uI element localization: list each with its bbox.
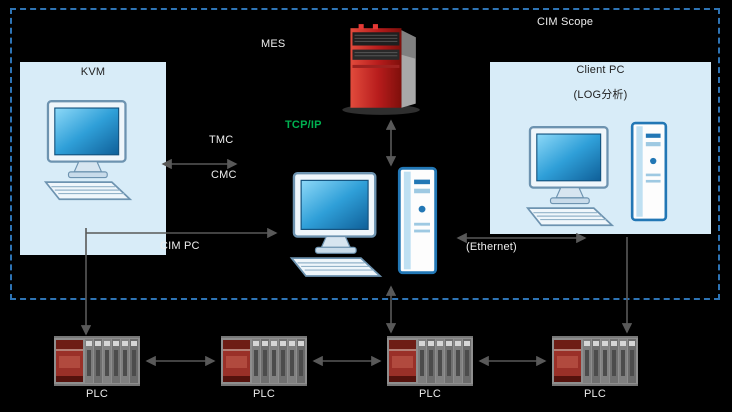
- mes-label: MES: [261, 38, 286, 50]
- cim-scope-label: CIM Scope: [537, 16, 594, 28]
- client-pc-monitor-illustration: [526, 126, 614, 227]
- plc-4-label: PLC: [584, 388, 606, 400]
- tmc-label: TMC: [209, 134, 234, 146]
- cim-scope-border: [10, 8, 720, 300]
- plc-2-illustration: [221, 336, 307, 386]
- tcpip-label: TCP/IP: [285, 119, 322, 131]
- cim-pc-label: CIM PC: [160, 240, 200, 252]
- cim-pc-monitor-illustration: [290, 172, 382, 278]
- cim-pc-tower-illustration: [397, 166, 438, 275]
- client-pc-tower-illustration: [630, 121, 668, 222]
- plc-4-illustration: [552, 336, 638, 386]
- client-pc-label: Client PC: [576, 64, 625, 76]
- plc-2-label: PLC: [253, 388, 275, 400]
- plc-1-illustration: [54, 336, 140, 386]
- ethernet-label: (Ethernet): [466, 241, 517, 253]
- plc-3-illustration: [387, 336, 473, 386]
- kvm-label: KVM: [80, 66, 106, 78]
- plc-3-label: PLC: [419, 388, 441, 400]
- cmc-label: CMC: [211, 169, 237, 181]
- client-pc-sublabel: (LOG分析): [573, 89, 628, 101]
- kvm-computer-illustration: [44, 100, 132, 201]
- mes-server-illustration: [342, 24, 420, 115]
- plc-1-label: PLC: [86, 388, 108, 400]
